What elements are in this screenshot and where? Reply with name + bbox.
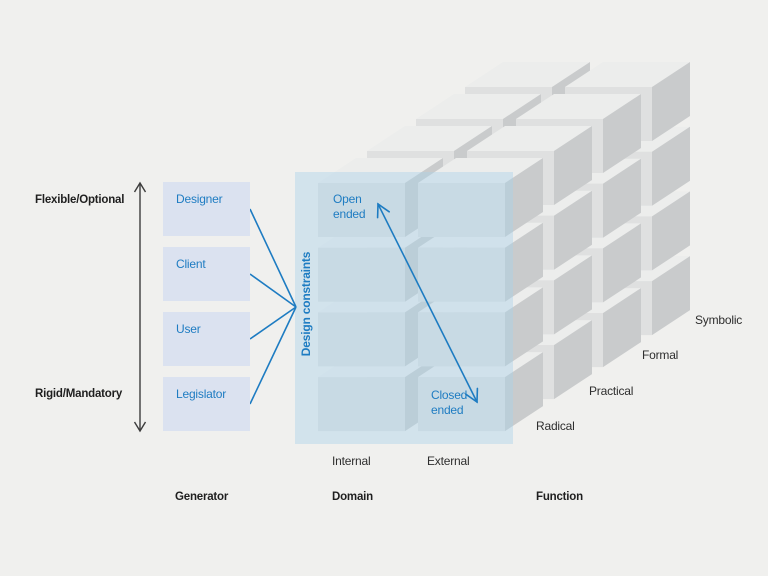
generator-box-legislator: Legislator — [163, 377, 250, 431]
cube-lattice — [318, 62, 690, 432]
convergence-lines — [249, 208, 297, 405]
function-item-symbolic: Symbolic — [695, 313, 743, 327]
open-ended-label: Open ended — [333, 192, 366, 221]
generator-box-label: Designer — [176, 192, 223, 206]
generator-box-client: Client — [163, 247, 250, 301]
open-closed-arrow — [376, 202, 479, 404]
rigid-mandatory-label: Rigid/Mandatory — [35, 388, 123, 400]
domain-item-external: External — [427, 454, 470, 468]
flexibility-range-arrow — [133, 181, 147, 433]
flexible-optional-label: Flexible/Optional — [35, 194, 125, 206]
generator-box-label: User — [176, 322, 201, 336]
generator-box-label: Client — [176, 257, 206, 271]
generator-axis-title: Generator — [175, 491, 229, 503]
function-axis-title: Function — [536, 491, 583, 503]
domain-axis-title: Domain — [332, 491, 373, 503]
function-item-radical: Radical — [536, 419, 575, 433]
generator-box-user: User — [163, 312, 250, 366]
closed-ended-label: Closed ended — [431, 388, 468, 417]
design-constraints-label: Design constraints — [299, 251, 313, 357]
generator-box-label: Legislator — [176, 387, 227, 401]
function-item-formal: Formal — [642, 348, 679, 362]
generator-box-designer: Designer — [163, 182, 250, 236]
domain-item-internal: Internal — [332, 454, 371, 468]
function-item-practical: Practical — [589, 384, 634, 398]
